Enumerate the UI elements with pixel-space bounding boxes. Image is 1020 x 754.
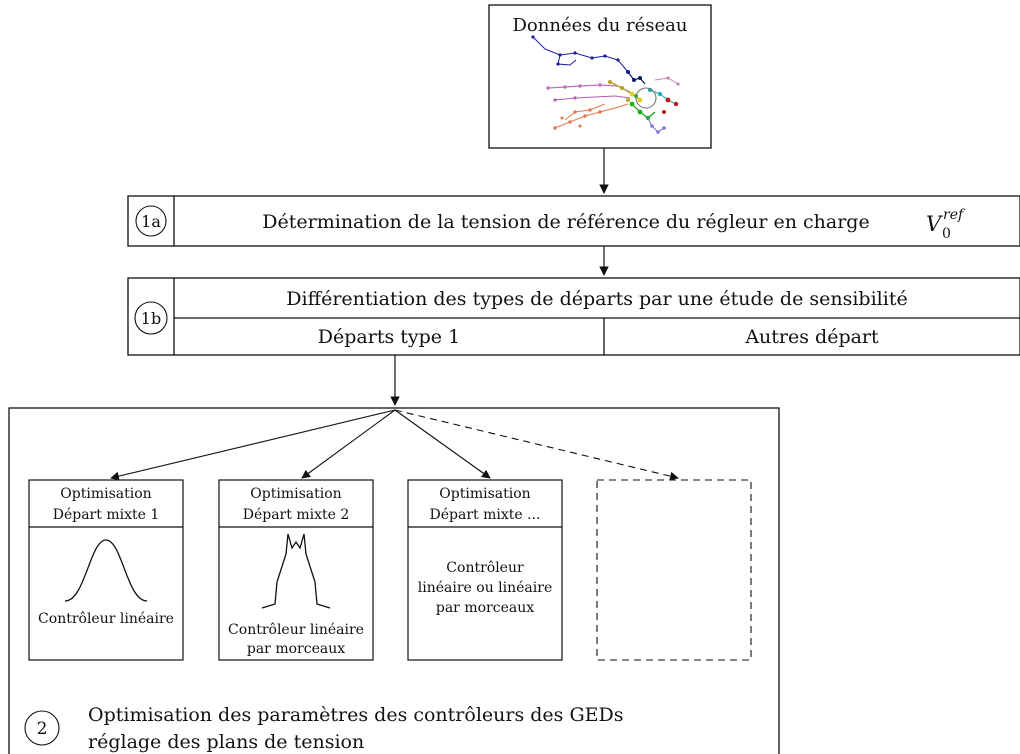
step-1b-right-cell: Autres départ bbox=[744, 326, 879, 348]
step-1a-text: Détermination de la tension de référence… bbox=[262, 211, 869, 233]
box-3-body-line1: Contrôleur bbox=[446, 560, 524, 576]
step-1a-circle bbox=[135, 205, 167, 237]
vref-superscript: ref bbox=[943, 207, 966, 223]
step-1a-label: 1a bbox=[141, 212, 161, 231]
box-1-body-line1: Contrôleur linéaire bbox=[38, 611, 174, 627]
piecewise-linear-curve-icon bbox=[261, 533, 331, 609]
network-graph-image bbox=[531, 35, 680, 134]
optimisation-box-2: Optimisation Départ mixte 2 Contrôleur l… bbox=[218, 479, 374, 661]
box-2-title-line2: Départ mixte 2 bbox=[243, 507, 350, 523]
box-3-title-line2: Départ mixte ... bbox=[430, 507, 541, 523]
box-2-body-line2: par morceaux bbox=[247, 641, 345, 657]
step-1a: 1a Détermination de la tension de référe… bbox=[127, 195, 1020, 247]
box-3-title-line1: Optimisation bbox=[439, 486, 530, 502]
arrow-to-box-3 bbox=[394, 409, 491, 479]
network-data-box: Données du réseau bbox=[488, 4, 712, 149]
box-2-title-line1: Optimisation bbox=[250, 486, 341, 502]
network-box-title: Données du réseau bbox=[512, 15, 687, 36]
box-3-body-line2: linéaire ou linéaire bbox=[418, 580, 552, 596]
box-1-title-line2: Départ mixte 1 bbox=[53, 507, 160, 523]
optimisation-box-1: Optimisation Départ mixte 1 Contrôleur l… bbox=[28, 479, 184, 661]
placeholder-box-dashed bbox=[596, 479, 752, 661]
step-1b: 1b Différentiation des types de départs … bbox=[127, 277, 1020, 356]
step-2-circle bbox=[24, 710, 60, 746]
arrow-to-dashed-box bbox=[394, 409, 679, 481]
step-2-label: 2 bbox=[37, 719, 48, 739]
box-2-body-line1: Contrôleur linéaire bbox=[228, 622, 364, 638]
step-1b-label: 1b bbox=[141, 309, 161, 328]
bell-curve-icon bbox=[64, 539, 148, 602]
step-2: Optimisation Départ mixte 1 Contrôleur l… bbox=[8, 407, 780, 754]
arrow-to-box-1 bbox=[110, 409, 396, 481]
step-2-text-line1: Optimisation des paramètres des contrôle… bbox=[88, 704, 624, 726]
vref-subscript: 0 bbox=[942, 226, 951, 242]
arrow-to-box-2 bbox=[301, 409, 396, 479]
vref-symbol: V bbox=[926, 212, 943, 236]
step-2-text-line2: réglage des plans de tension bbox=[88, 731, 364, 753]
step-1b-circle bbox=[134, 301, 168, 335]
step-1b-header: Différentiation des types de départs par… bbox=[286, 288, 907, 310]
box-3-body-line3: par morceaux bbox=[436, 600, 534, 616]
box-1-title-line1: Optimisation bbox=[60, 486, 151, 502]
optimisation-box-3: Optimisation Départ mixte ... Contrôleur… bbox=[407, 479, 563, 661]
step-1b-left-cell: Départs type 1 bbox=[318, 326, 460, 348]
